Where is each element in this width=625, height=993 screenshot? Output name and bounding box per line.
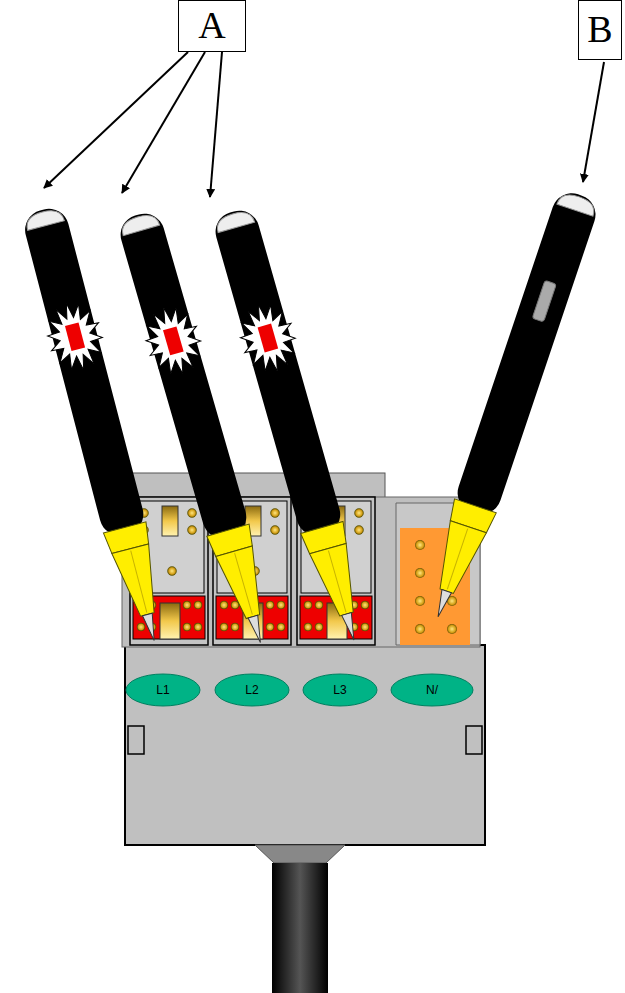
housing: [125, 645, 485, 845]
leader-arrow: [44, 52, 188, 188]
terminal-label: L3: [333, 683, 346, 697]
leader-arrow: [583, 62, 604, 182]
callout-box: A: [178, 0, 246, 52]
leader-arrow: [210, 52, 222, 197]
phase-label: L3: [302, 673, 378, 707]
callout-letter: A: [198, 5, 225, 47]
tester-probe: [417, 188, 601, 624]
neutral-label: N/: [390, 673, 474, 707]
leader-arrow: [122, 52, 205, 193]
phase-label: L1: [125, 673, 201, 707]
terminal-label: L2: [245, 683, 258, 697]
terminal-label: L1: [156, 683, 169, 697]
phase-label: L2: [214, 673, 290, 707]
terminal-label: N/: [426, 683, 438, 697]
callout-box: B: [578, 0, 622, 60]
cable: [272, 863, 328, 993]
tester-probe: [207, 205, 379, 647]
callout-letter: B: [587, 9, 612, 51]
